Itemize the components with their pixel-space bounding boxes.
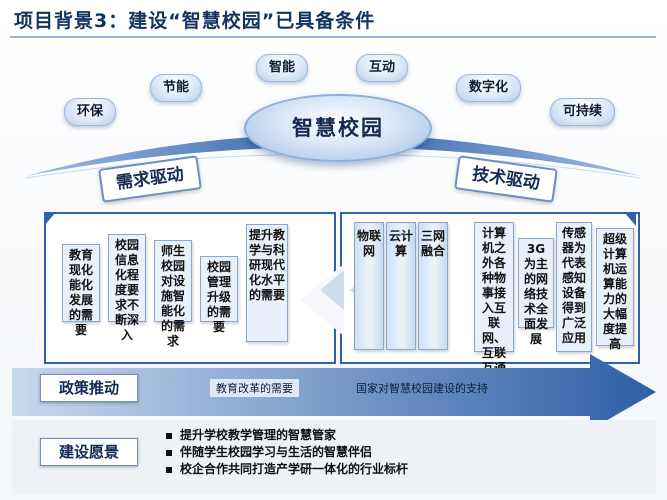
attr-bubble-6: 可持续 xyxy=(550,98,616,126)
attr-bubble-1: 环保 xyxy=(64,98,117,126)
tech-item-4: 超级计算机运算能力的大幅度提高 xyxy=(596,228,634,351)
tech-tall-3: 三网融合 xyxy=(418,222,448,350)
tech-tall-1: 物联网 xyxy=(354,222,384,350)
tech-item-3: 传感器为代表感知设备得到广泛应用 xyxy=(556,222,592,352)
attr-bubble-5: 数字化 xyxy=(456,74,522,102)
hub-ellipse: 智慧校园 xyxy=(244,94,432,162)
attr-bubble-4: 互动 xyxy=(356,54,409,82)
vision-item-3: 校企合作共同打造产学研一体化的行业标杆 xyxy=(166,460,408,477)
vision-item-text: 伴随学生校园学习与生活的智慧伴侣 xyxy=(180,445,373,459)
tech-item-2: 3G为主的网络技术全面发展 xyxy=(518,238,554,346)
vision-item-text: 校企合作共同打造产学研一体化的行业标杆 xyxy=(180,462,409,476)
vision-item-1: 提升学校教学管理的智慧管家 xyxy=(166,426,336,443)
policy-label: 政策推动 xyxy=(40,374,138,402)
bullet-icon xyxy=(166,449,172,456)
attr-bubble-3: 智能 xyxy=(256,54,309,82)
policy-right-text: 国家对智慧校园建设的支持 xyxy=(356,382,488,395)
vision-item-2: 伴随学生校园学习与生活的智慧伴侣 xyxy=(166,443,372,460)
bullet-icon xyxy=(166,466,172,473)
tech-tall-2: 云计算 xyxy=(386,222,416,350)
title-underline xyxy=(10,36,656,38)
vision-label: 建设愿景 xyxy=(40,438,138,466)
bullet-icon xyxy=(166,432,172,439)
demand-item-5: 提升教学与科研现代化水平的需要 xyxy=(246,224,288,342)
policy-left-text: 教育改革的需要 xyxy=(210,379,299,397)
vision-item-text: 提升学校教学管理的智慧管家 xyxy=(180,428,337,442)
demand-item-4: 校园管理升级的需要 xyxy=(200,256,238,334)
page-title: 项目背景3：建设“智慧校园”已具备条件 xyxy=(14,10,376,32)
demand-item-2: 校园信息化程度要求不断深入 xyxy=(108,234,146,342)
demand-item-1: 教育现化能化发展的需要 xyxy=(62,244,100,337)
demand-item-3: 师生校园对设施智能化的需求 xyxy=(154,240,192,348)
attr-bubble-2: 节能 xyxy=(150,74,203,102)
